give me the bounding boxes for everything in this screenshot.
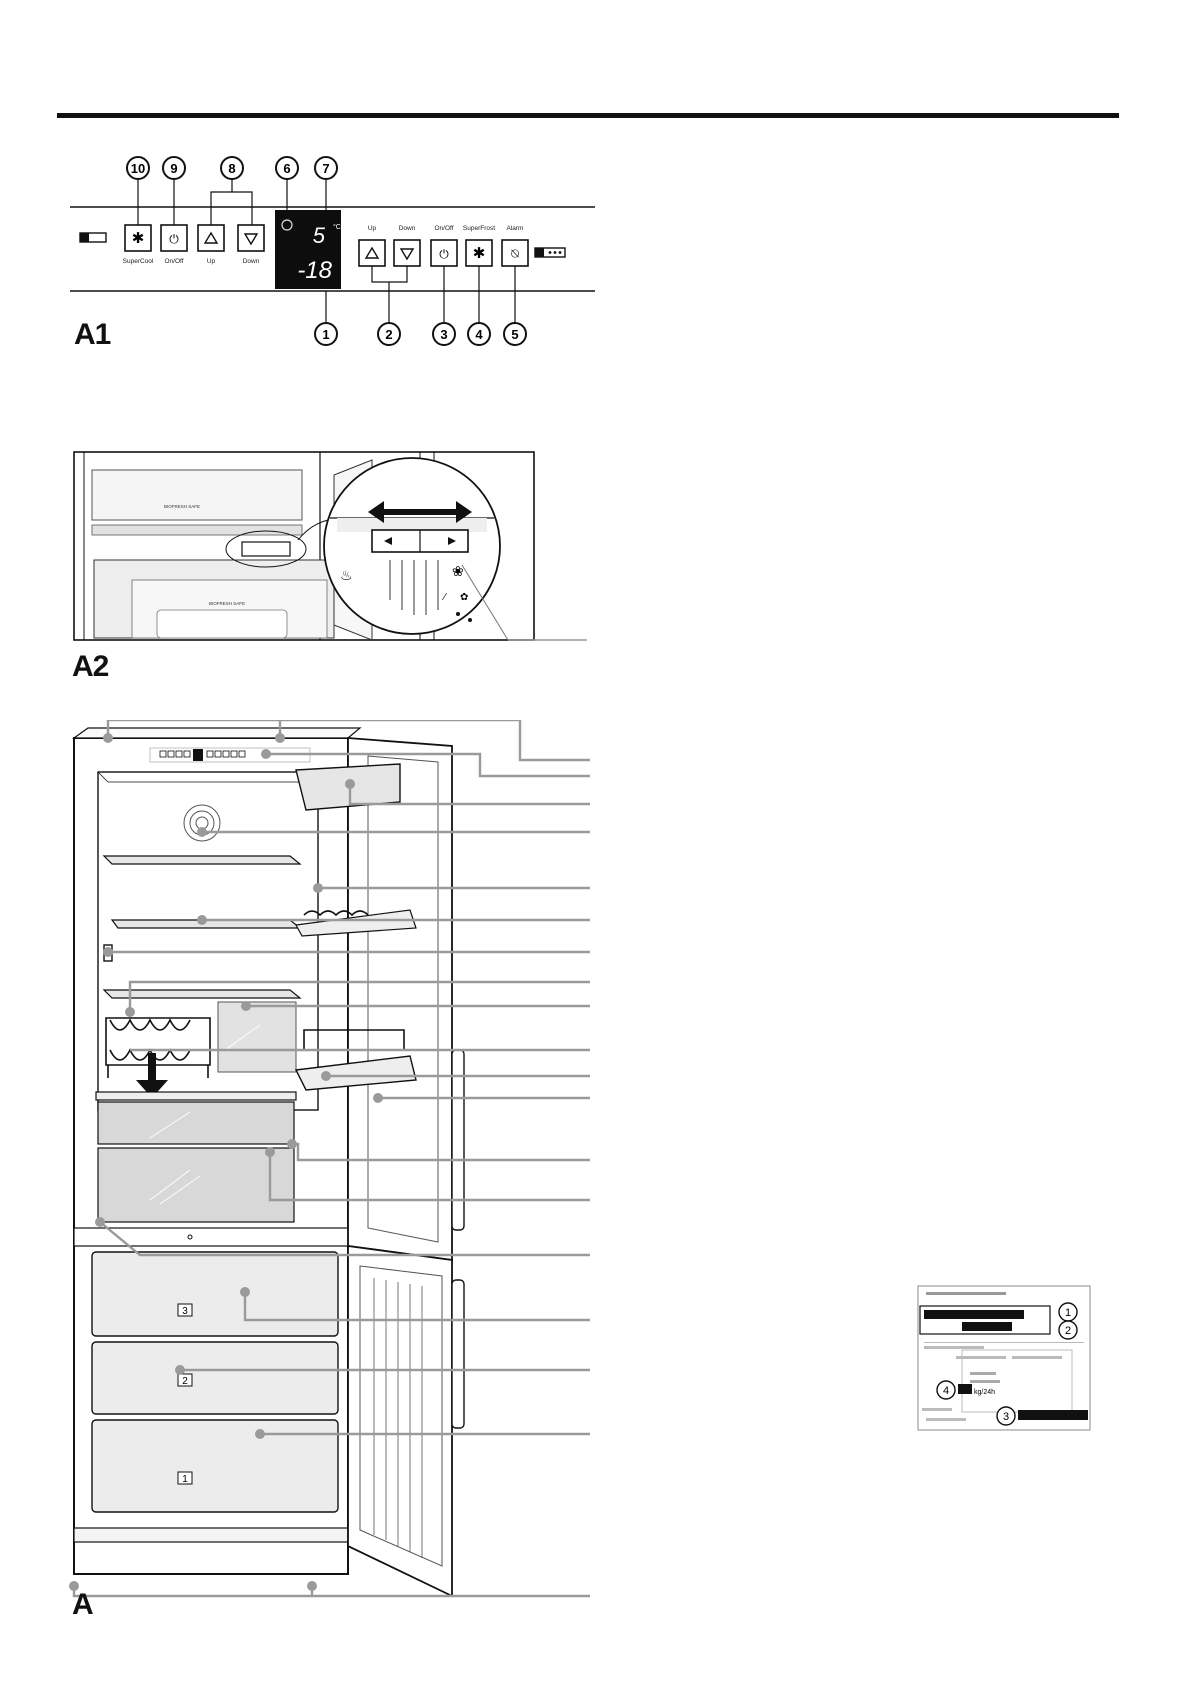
power-icon: ⏻ xyxy=(169,232,179,246)
arrow-left-icon xyxy=(384,537,392,545)
freezer-drawer-1[interactable]: 1 xyxy=(91,1419,339,1513)
fridge-compartment-icon xyxy=(79,232,107,243)
freezer-down-button[interactable] xyxy=(393,239,421,267)
door-bottle-shelf xyxy=(294,1029,417,1091)
svg-text:1: 1 xyxy=(1065,1307,1071,1319)
superfrost-label: SuperFrost xyxy=(463,225,495,232)
type-plate-callout-1: 1 xyxy=(1058,1302,1078,1322)
glass-shelf xyxy=(102,855,302,865)
type-plate-figure: 1 2 4 kg/24h 3 xyxy=(917,1285,1091,1431)
svg-text:1: 1 xyxy=(322,327,329,342)
callout-2: 2 xyxy=(377,322,401,346)
figure-label-a: A xyxy=(72,1588,94,1621)
biofresh-lower-label: BIOFRESH SAFE xyxy=(209,601,245,606)
alarm-label: Alarm xyxy=(507,225,524,232)
glass-shelf xyxy=(102,989,302,999)
fridge-up-button[interactable]: Up xyxy=(197,224,225,265)
celsius-unit: °C xyxy=(333,223,341,231)
fridge-onoff-button[interactable]: ⏻ On/Off xyxy=(160,224,188,265)
supercool-button[interactable]: ✱ SuperCool xyxy=(123,224,154,265)
freezer-down-label: Down xyxy=(399,225,416,232)
svg-text:7: 7 xyxy=(322,161,329,176)
svg-text:1: 1 xyxy=(182,1474,188,1485)
svg-text:5: 5 xyxy=(511,327,518,342)
snowflake-icon: ✱ xyxy=(132,230,145,247)
double-arrow-icon xyxy=(368,501,472,523)
storage-container xyxy=(217,1001,297,1073)
appliance-overview-figure: 3 2 1 xyxy=(69,720,590,1598)
bottle-rack xyxy=(105,1017,211,1078)
svg-text:10: 10 xyxy=(131,161,145,176)
svg-text:6: 6 xyxy=(283,161,290,176)
svg-text:2: 2 xyxy=(182,1376,188,1387)
callout-dots xyxy=(69,733,383,1591)
freezer-door[interactable] xyxy=(347,1244,453,1598)
triangle-down-icon xyxy=(399,248,415,261)
svg-text:On/Off: On/Off xyxy=(164,258,183,265)
biofresh-slider[interactable] xyxy=(241,541,291,557)
svg-text:3: 3 xyxy=(182,1306,188,1317)
callout-8: 8 xyxy=(210,156,253,225)
freezer-onoff-button[interactable]: ⏻ xyxy=(430,239,458,267)
carrot-icon: ⁄ xyxy=(441,592,447,603)
triangle-up-icon xyxy=(364,246,380,259)
biofresh-drawer[interactable] xyxy=(97,1147,295,1223)
energy-consumption-unit: kg/24h xyxy=(974,1389,995,1396)
freezer-drawer-2[interactable]: 2 xyxy=(91,1341,339,1415)
svg-text:4: 4 xyxy=(943,1385,949,1397)
svg-text:Up: Up xyxy=(207,258,216,265)
cheese-icon: ✿ xyxy=(460,592,468,603)
biofresh-drawer[interactable] xyxy=(97,1101,295,1145)
svg-text:2: 2 xyxy=(1065,1325,1071,1337)
svg-text:SuperCool: SuperCool xyxy=(123,258,154,265)
triangle-up-icon xyxy=(203,231,219,244)
svg-text:4: 4 xyxy=(475,327,483,342)
svg-text:3: 3 xyxy=(440,327,447,342)
temperature-display: 5 °C -18 xyxy=(275,210,341,289)
type-plate-callout-4: 4 kg/24h xyxy=(936,1380,995,1400)
alarm-button[interactable]: ⍉ xyxy=(501,239,529,267)
callout-6: 6 xyxy=(275,156,299,216)
svg-text:9: 9 xyxy=(170,161,177,176)
header-rule xyxy=(57,113,1119,118)
figure-label-a2: A2 xyxy=(72,650,109,683)
callout-10: 10 xyxy=(126,156,150,225)
fan-icon xyxy=(281,219,293,231)
fridge-down-button[interactable]: Down xyxy=(237,224,265,265)
superfrost-button[interactable]: ✱ xyxy=(465,239,493,267)
door-egg-tray xyxy=(295,909,417,937)
svg-text:8: 8 xyxy=(228,161,235,176)
freezer-handle[interactable] xyxy=(451,1279,465,1429)
callout-3: 3 xyxy=(432,322,456,346)
type-plate-callout-2: 2 xyxy=(1058,1320,1078,1340)
snowflake-icon: ✱ xyxy=(473,245,486,262)
freezer-up-label: Up xyxy=(368,225,377,232)
callout-9: 9 xyxy=(162,156,186,225)
callout-5: 5 xyxy=(503,322,527,346)
arrow-right-icon xyxy=(448,537,456,545)
freezer-onoff-label: On/Off xyxy=(434,225,453,232)
vegetable-icon: ❀ xyxy=(452,563,464,579)
fridge-door[interactable] xyxy=(347,737,453,1262)
meat-icon: ♨ xyxy=(340,567,353,583)
biofresh-figure: BIOFRESH SAFE BIOFRESH SAFE ♨ ❀ ✿ ⁄ xyxy=(73,451,587,641)
freezer-compartment-icon xyxy=(534,247,566,258)
freezer-up-button[interactable] xyxy=(358,239,386,267)
svg-text:2: 2 xyxy=(385,327,392,342)
control-panel-figure: 10 9 8 6 7 ✱ SuperCool ⏻ On/Off xyxy=(70,156,595,346)
triangle-down-icon xyxy=(243,233,259,246)
svg-text:Down: Down xyxy=(243,258,260,265)
svg-text:3: 3 xyxy=(1003,1411,1009,1423)
biofresh-upper-label: BIOFRESH SAFE xyxy=(164,504,200,509)
power-icon: ⏻ xyxy=(439,247,449,261)
svg-text:5: 5 xyxy=(313,223,326,248)
type-plate-callout-3: 3 xyxy=(996,1406,1088,1426)
callout-1: 1 xyxy=(314,322,338,346)
freezer-drawer-3[interactable]: 3 xyxy=(91,1251,339,1337)
alarm-off-icon: ⍉ xyxy=(511,246,519,261)
arrow-down-icon xyxy=(136,1053,168,1098)
callout-4: 4 xyxy=(467,322,491,346)
svg-text:-18: -18 xyxy=(297,257,332,284)
figure-label-a1: A1 xyxy=(74,318,111,351)
